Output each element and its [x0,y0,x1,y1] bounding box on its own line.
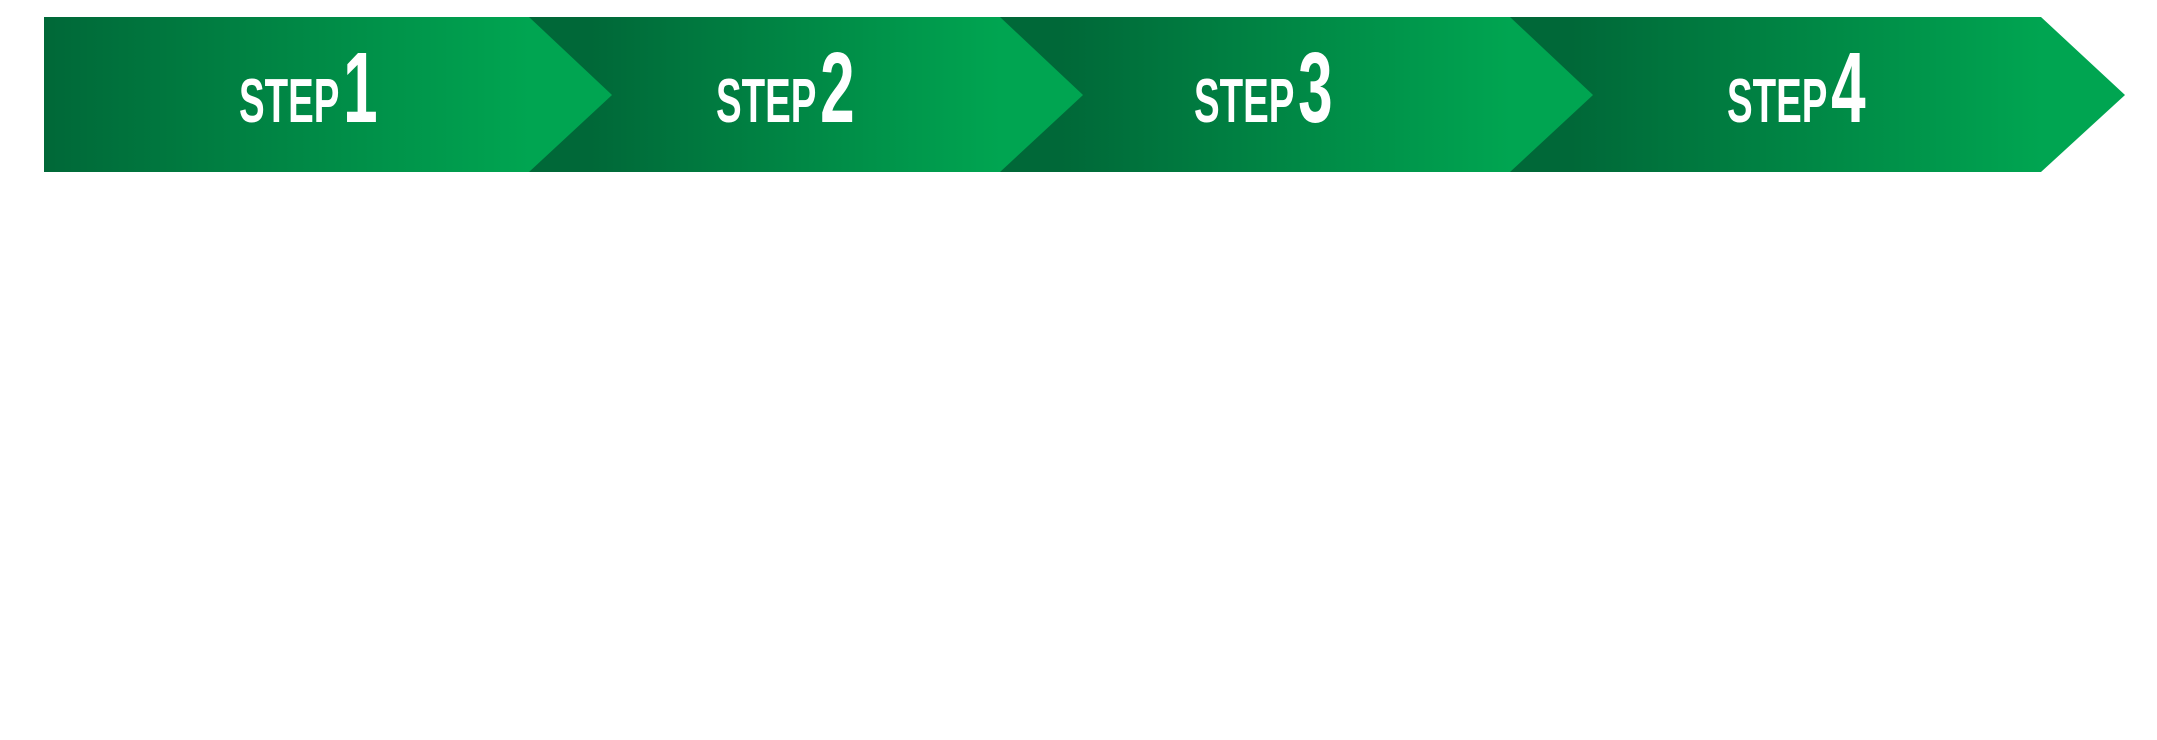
step-3-label: STEP 3 [1194,38,1333,138]
step-4-arrow-shape[interactable] [1510,17,2125,172]
step-2-label: STEP 2 [716,38,855,138]
step-4-label: STEP 4 [1727,38,1866,138]
step-3-arrow-shape[interactable] [1000,17,1593,172]
step-4-number: 4 [1831,32,1866,144]
step-1-label: STEP 1 [239,38,378,138]
step-3-number: 3 [1298,32,1333,144]
step-4-word: STEP [1727,67,1828,136]
step-2-arrow-shape[interactable] [529,17,1083,172]
step-2-word: STEP [716,67,817,136]
step-2-number: 2 [820,32,855,144]
step-3-word: STEP [1194,67,1295,136]
step-1-arrow-shape[interactable] [44,17,612,172]
step-1-number: 1 [343,32,378,144]
step-1-word: STEP [239,67,340,136]
